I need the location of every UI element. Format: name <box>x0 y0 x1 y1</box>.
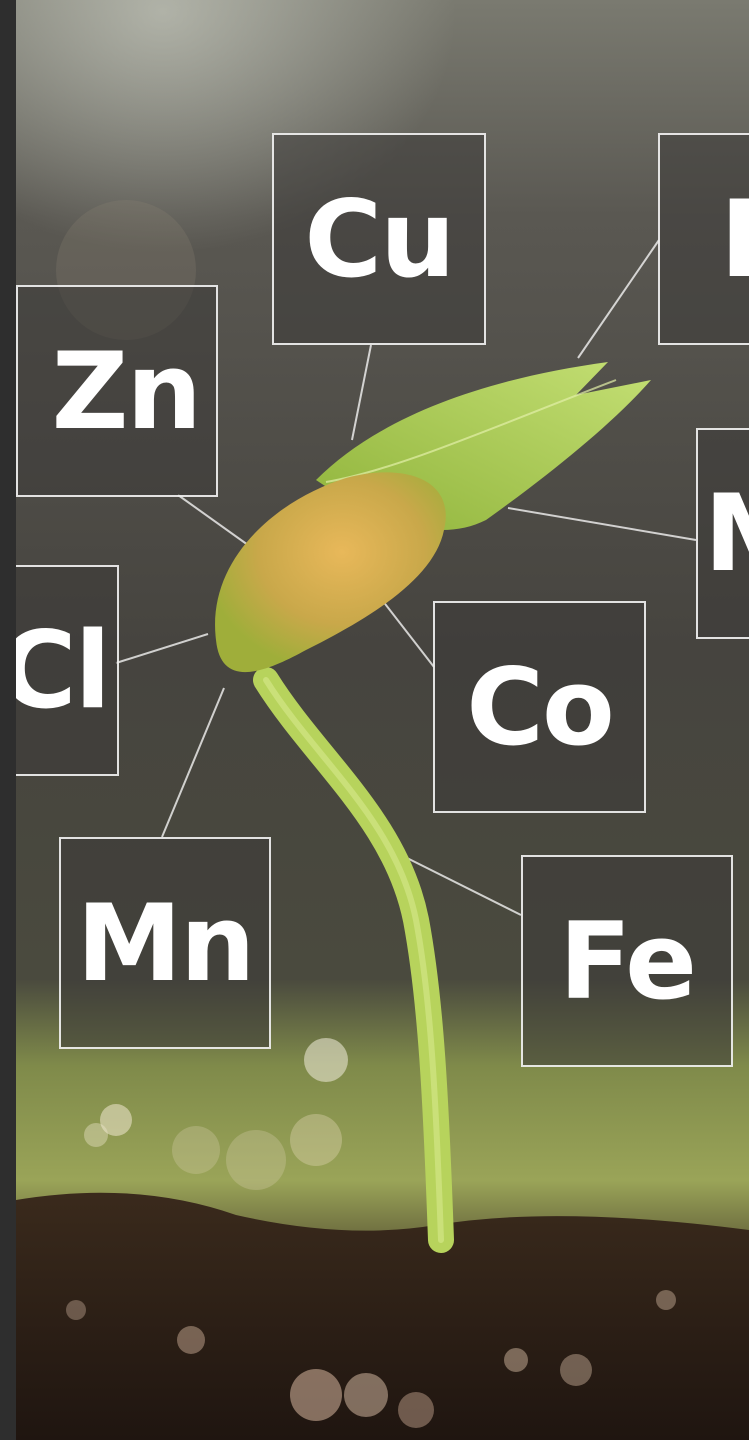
element-symbol: Cu <box>304 177 455 301</box>
left-edge-bar <box>0 0 16 1440</box>
element-symbol: Fe <box>558 899 697 1023</box>
element-symbol: Zn <box>51 329 202 453</box>
element-symbol: Mo <box>704 472 749 595</box>
element-box-fe: Fe <box>521 855 733 1067</box>
element-symbol: B <box>720 178 749 301</box>
element-symbol: Mn <box>76 881 256 1005</box>
element-box-cu: Cu <box>272 133 486 345</box>
element-box-mn: Mn <box>59 837 271 1049</box>
element-symbol: Co <box>466 645 615 769</box>
seedling-photo: Cu Zn Cl Mn Co Fe B Mo <box>16 0 749 1440</box>
element-symbol: Cl <box>16 609 111 732</box>
element-box-right-mid: Mo <box>696 428 749 639</box>
element-box-cl: Cl <box>16 565 119 776</box>
element-box-right-top: B <box>658 133 749 345</box>
element-box-co: Co <box>433 601 646 813</box>
element-box-zn: Zn <box>16 285 218 497</box>
